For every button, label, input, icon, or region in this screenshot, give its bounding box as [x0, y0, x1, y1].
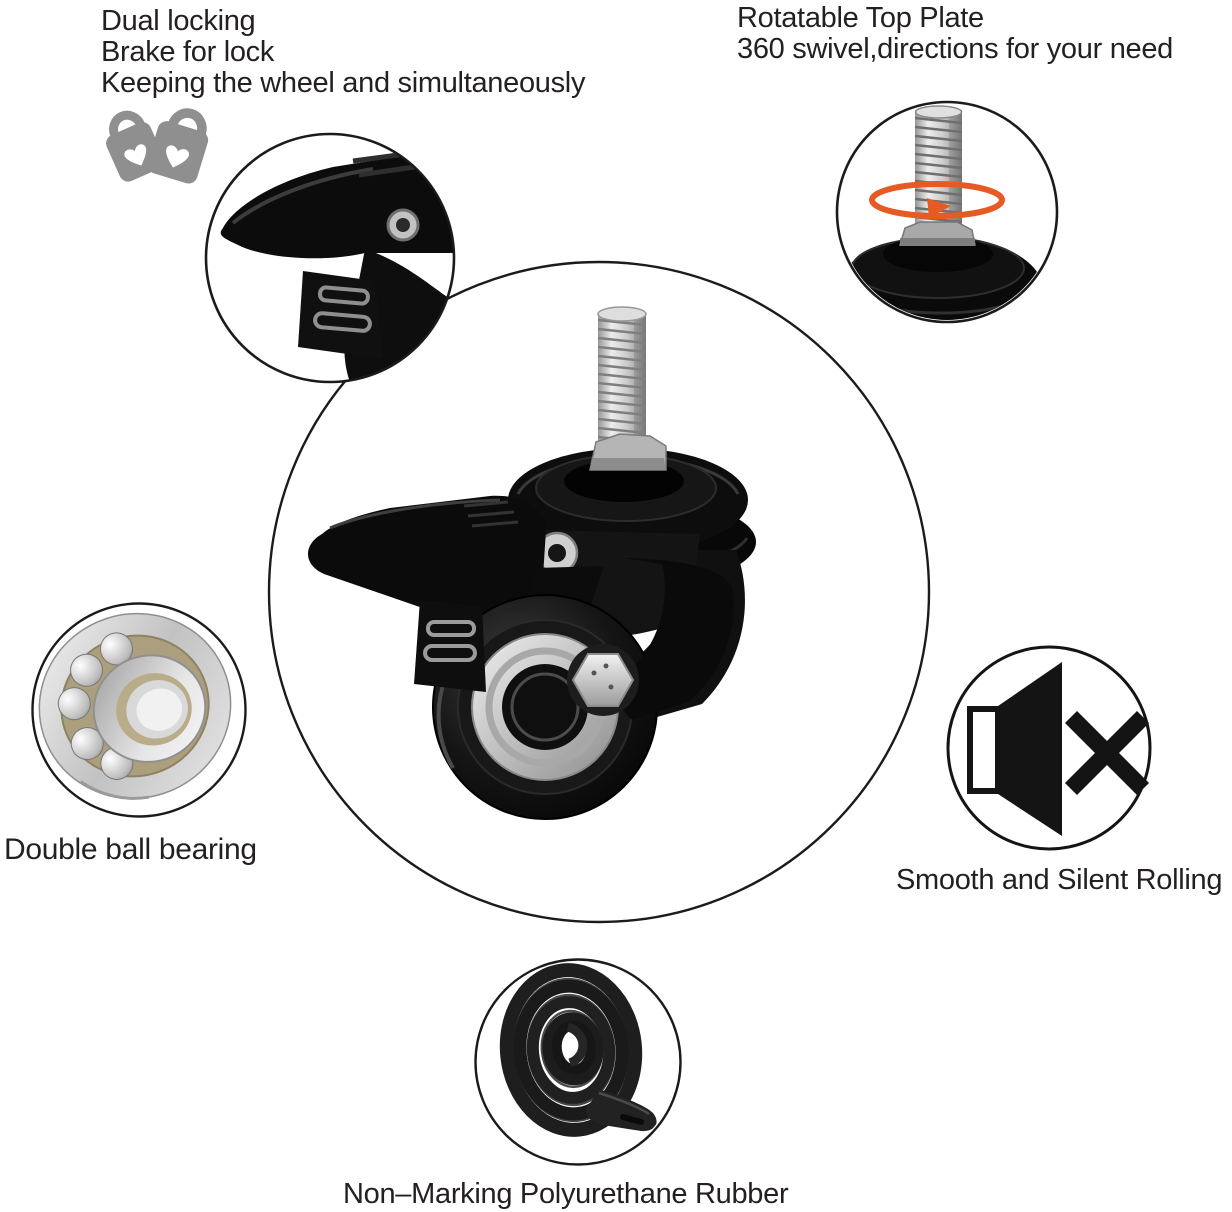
- dual-locking-line-2: Brake for lock: [101, 36, 275, 68]
- padlock-icon: [147, 108, 209, 184]
- heart-cutout: [124, 144, 147, 166]
- dual-locking-line-1: Dual locking: [101, 5, 256, 37]
- threaded-stem: [597, 306, 647, 446]
- rubber-coil-circle: [474, 958, 682, 1166]
- rotatable-line-2: 360 swivel,directions for your need: [737, 33, 1174, 65]
- rotation-arrow-icon: [869, 181, 1005, 219]
- threaded-stem-closeup: [839, 105, 1044, 320]
- silent-rolling-label: Smooth and Silent Rolling: [896, 864, 1223, 896]
- rotatable-line-1: Rotatable Top Plate: [737, 2, 984, 34]
- caster-wheel-photo: [308, 306, 756, 820]
- heart-cutout: [166, 145, 190, 168]
- rubber-label: Non–Marking Polyurethane Rubber: [343, 1178, 789, 1210]
- stem-closeup-circle: [835, 100, 1059, 324]
- dual-lock-padlocks-icon: [106, 108, 209, 184]
- rotatable-caption: Rotatable Top Plate 360 swivel,direction…: [737, 3, 1173, 65]
- mute-speaker-icon: [967, 662, 1150, 836]
- bearing-circle: [31, 602, 247, 818]
- silent-rolling-circle: [946, 645, 1152, 851]
- dual-locking-caption: Dual locking Brake for lock Keeping the …: [101, 6, 585, 99]
- main-caster-figure: [267, 260, 931, 924]
- axle-bolt: [567, 644, 639, 716]
- dual-locking-line-3: Keeping the wheel and simultaneously: [101, 67, 586, 99]
- ball-bearing-closeup: [38, 612, 232, 800]
- bearing-label: Double ball bearing: [4, 833, 257, 866]
- brake-closeup-circle: [204, 132, 456, 384]
- brake-pedal: [308, 495, 546, 621]
- brake-bracket: [414, 600, 486, 692]
- rubber-strip-coil: [499, 963, 657, 1137]
